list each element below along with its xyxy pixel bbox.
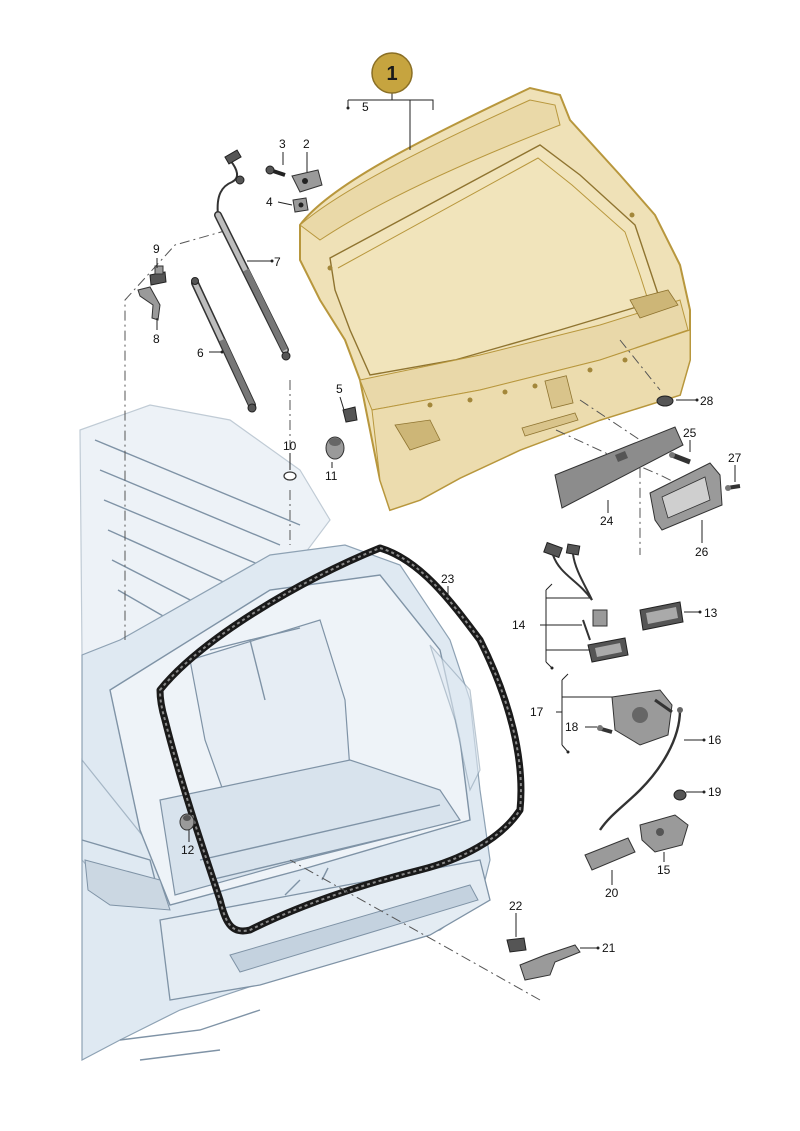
callout-labels: 5 3 2 4 9 7 8 6 5 10 11 28 25 27 24 26 2… <box>153 100 742 955</box>
callout-28: 28 <box>700 394 714 408</box>
hinge-2 <box>291 169 323 193</box>
callout-21: 21 <box>602 941 616 955</box>
bolt-9 <box>149 265 167 286</box>
screw-25 <box>669 452 691 465</box>
vehicle-rear-body <box>79 404 491 1061</box>
callout-18: 18 <box>565 720 579 734</box>
callout-26: 26 <box>695 545 709 559</box>
license-light-13 <box>639 601 684 631</box>
callout-25: 25 <box>683 426 697 440</box>
buffer-28 <box>656 395 674 407</box>
cable-16 <box>599 707 683 831</box>
gas-strut-7 <box>214 149 291 361</box>
washer-4 <box>292 197 309 213</box>
leader-lines <box>156 92 736 950</box>
callout-2: 2 <box>303 137 310 151</box>
callout-14: 14 <box>512 618 526 632</box>
wiring-harness-14 <box>543 541 629 663</box>
buffer-11 <box>325 436 345 460</box>
callout-15: 15 <box>657 863 671 877</box>
callout-13: 13 <box>704 606 718 620</box>
callout-17: 17 <box>530 705 544 719</box>
callout-5-top: 5 <box>362 100 369 114</box>
callout-9: 9 <box>153 242 160 256</box>
nut-22 <box>506 937 527 953</box>
callout-12: 12 <box>181 843 195 857</box>
main-part-badge: 1 <box>371 52 413 94</box>
clip-5 <box>342 406 358 423</box>
latch-actuator-17 <box>611 689 673 746</box>
callout-4: 4 <box>266 195 273 209</box>
license-plate-holder-24 <box>554 426 684 509</box>
callout-16: 16 <box>708 733 722 747</box>
callout-3: 3 <box>279 137 286 151</box>
gas-strut-6 <box>191 277 257 413</box>
grommet-12 <box>179 813 195 831</box>
screw-18 <box>597 725 613 734</box>
striker-21 <box>519 944 581 981</box>
callout-23: 23 <box>441 572 455 586</box>
light-housing-26 <box>649 462 723 531</box>
clip-19 <box>673 789 687 801</box>
screw-27 <box>725 484 741 491</box>
tailgate-panel <box>299 86 691 512</box>
screw-3 <box>265 165 286 177</box>
callout-24: 24 <box>600 514 614 528</box>
callout-6: 6 <box>197 346 204 360</box>
callout-8: 8 <box>153 332 160 346</box>
badge-label: 1 <box>386 63 397 85</box>
callout-20: 20 <box>605 886 619 900</box>
callout-5-lower: 5 <box>336 382 343 396</box>
callout-11: 11 <box>325 469 338 483</box>
callout-22: 22 <box>509 899 523 913</box>
lock-15 <box>639 814 689 853</box>
callout-19: 19 <box>708 785 722 799</box>
handle-20 <box>584 837 636 871</box>
callout-7: 7 <box>274 255 281 269</box>
bracket-8 <box>137 286 161 321</box>
grommet-10 <box>283 471 297 481</box>
callout-27: 27 <box>728 451 742 465</box>
door-seal <box>156 544 525 935</box>
callout-10: 10 <box>283 439 297 453</box>
